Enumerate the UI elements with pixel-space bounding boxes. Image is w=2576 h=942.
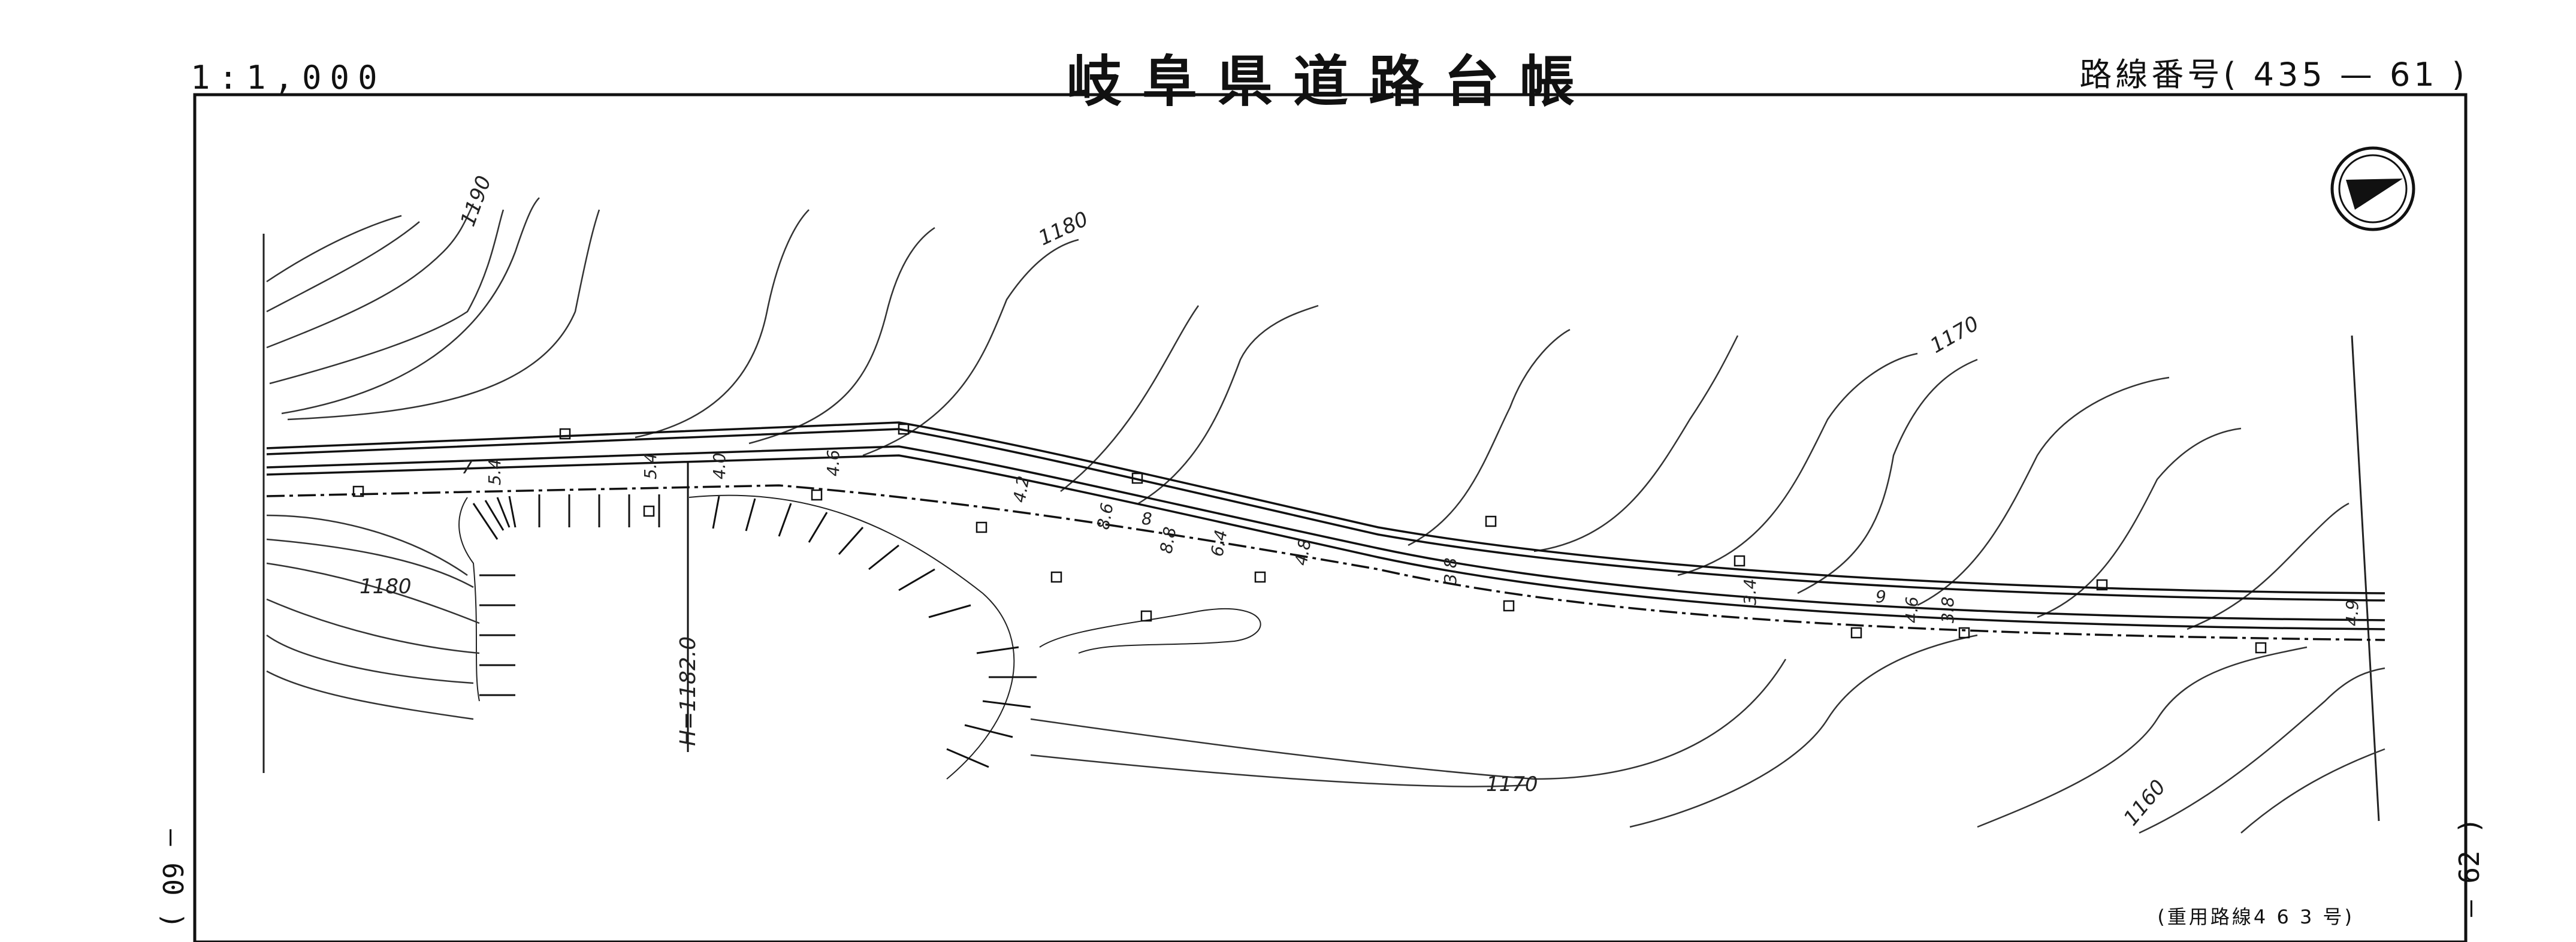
width-label: 4.9	[2342, 599, 2362, 626]
width-label: 6.4	[1207, 529, 1231, 558]
contour-label-1190: 1190	[456, 173, 496, 230]
width-label: 4.0	[709, 452, 729, 479]
contour-label-1170-bottom: 1170	[1486, 772, 1538, 796]
route-number: 路線番号( 435 — 61 )	[2079, 56, 2468, 93]
elevation-label: H=1182.0	[676, 636, 700, 746]
contour-label-1160: 1160	[2119, 775, 2170, 831]
contour-label-1180-left: 1180	[360, 575, 412, 599]
slope-hatching	[472, 494, 1037, 768]
width-label: 8	[1141, 509, 1152, 529]
width-label: 4.6	[1902, 596, 1922, 623]
contour-label-1180-top: 1180	[1035, 207, 1092, 250]
road-lines	[266, 421, 2385, 641]
map-title: 岐阜県道路台帳	[1067, 50, 1596, 114]
utility-box-icon	[352, 423, 2267, 654]
width-label: 4.8	[1291, 538, 1315, 567]
contour-lines-upper	[266, 197, 2349, 630]
overlap-route-note: (重用路線4 6 3 号)	[2157, 905, 2354, 928]
width-label: 4.6	[823, 449, 843, 476]
width-label: 5.4	[641, 452, 660, 479]
contour-label-1170-top: 1170	[1926, 312, 1983, 358]
width-label: 4.2	[1009, 475, 1033, 505]
next-sheet-ref: — 62 )	[2453, 817, 2486, 917]
width-label: 5.4	[485, 458, 505, 485]
width-label: 7	[461, 457, 473, 478]
prev-sheet-ref: — 60 )	[156, 829, 189, 929]
scale-label: 1:1,000	[191, 59, 386, 96]
contour-lines-lower	[266, 514, 2385, 834]
width-label: 9	[1876, 587, 1886, 606]
cut-slope	[458, 494, 1261, 780]
road-width-labels: 7 5.4 5.4 4.0 4.6 4.2 8.6 8 8.8 6.4 4.8 …	[461, 449, 2362, 626]
width-label: 3.8	[1938, 596, 1958, 623]
map-border	[193, 93, 2468, 942]
width-label: 8.6	[1093, 502, 1117, 532]
width-label: 3.4	[1740, 578, 1760, 605]
width-label: 8.8	[1156, 526, 1180, 555]
width-label: 3.8	[1440, 557, 1460, 584]
north-arrow-icon	[2330, 146, 2415, 231]
